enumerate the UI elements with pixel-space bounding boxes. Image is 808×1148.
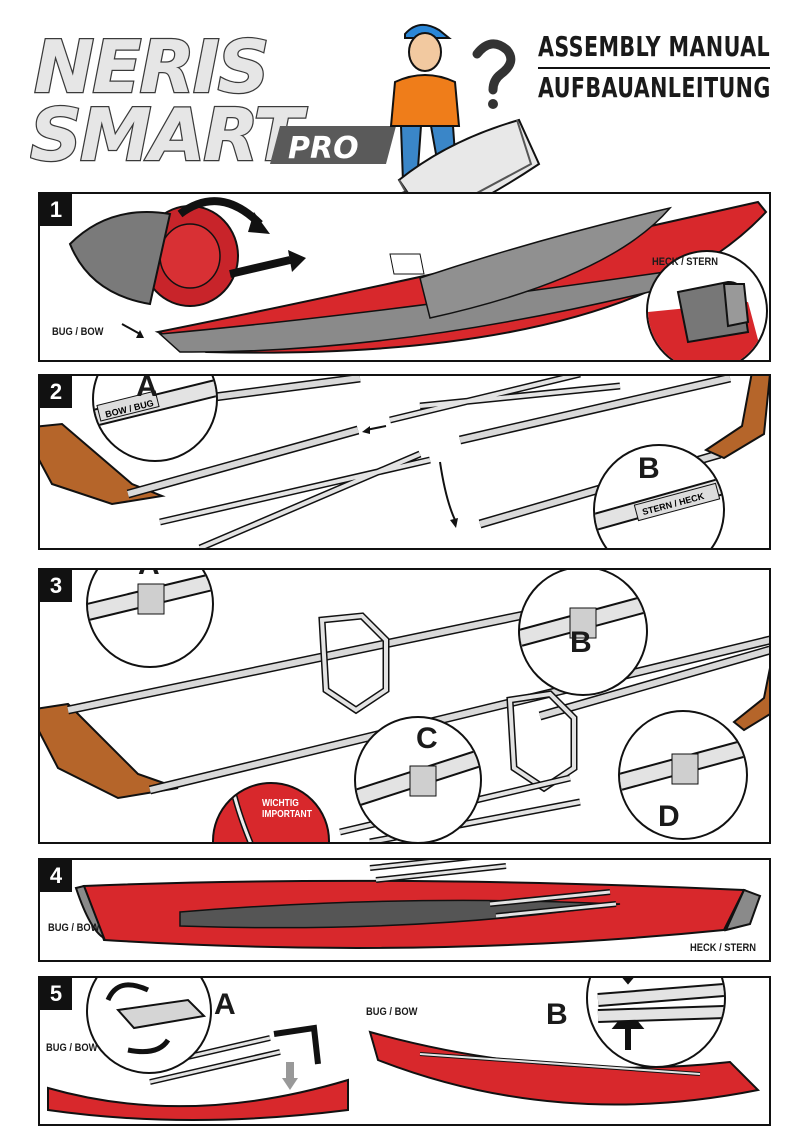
step-5-label-b: B	[546, 998, 568, 1031]
step-3-label-a: A	[138, 570, 160, 582]
step-2-label-a: A	[136, 374, 158, 403]
step-3-callout-b	[518, 570, 648, 696]
step-4-illustration	[74, 860, 762, 949]
brand-logo: NERIS SMART PRO	[30, 24, 396, 172]
step-2-number: 2	[40, 376, 72, 408]
step-1-panel: 1 BUG / BOW HECK / STERN	[38, 192, 771, 362]
title-divider	[538, 67, 770, 69]
step-1-illustration	[68, 197, 768, 354]
step-4-bow-label: BUG / BOW	[48, 922, 100, 934]
important-text: WICHTIG IMPORTANT	[262, 798, 312, 820]
logo-line2: SMART	[30, 93, 307, 172]
step-1-bow-label: BUG / BOW	[52, 326, 104, 338]
step-3-label-d: D	[658, 800, 680, 833]
step-5-bow-label-left: BUG / BOW	[46, 1042, 98, 1054]
step-5-panel: 5 A B BUG / BOW BUG / BOW	[38, 976, 771, 1126]
step-2-callout-b: STERN / HECK	[593, 444, 725, 548]
step-3-label-c: C	[416, 722, 438, 755]
stern-detail-callout	[646, 250, 768, 360]
step-5-bow-label-right: BUG / BOW	[366, 1006, 418, 1018]
important-line2: IMPORTANT	[262, 809, 312, 820]
step-5-label-a: A	[214, 988, 236, 1021]
step-3-callout-c	[354, 716, 482, 842]
step-5-number: 5	[40, 978, 72, 1010]
title-en: ASSEMBLY MANUAL	[538, 30, 771, 63]
logo-pro: PRO	[288, 131, 359, 166]
step-4-panel: 4 BUG / BOW HECK / STERN	[38, 858, 771, 962]
important-line1: WICHTIG	[262, 798, 299, 809]
step-3-label-b: B	[570, 626, 592, 659]
step-2-label-b: B	[638, 452, 660, 485]
step-3-number: 3	[40, 570, 72, 602]
step-3-callout-a	[86, 570, 214, 668]
step-4-number: 4	[40, 860, 72, 892]
step-3-callout-d	[618, 710, 748, 840]
step-4-stern-label: HECK / STERN	[690, 942, 756, 954]
manual-title-block: ASSEMBLY MANUAL AUFBAUANLEITUNG	[538, 30, 778, 104]
step-5-illustration	[47, 1024, 761, 1121]
step-2-panel: 2 BOW / BUG A STERN / HECK B	[38, 374, 771, 550]
logo-line1: NERIS	[34, 25, 268, 109]
step-3-panel: 3 A B C D	[38, 568, 771, 844]
step-1-stern-label: HECK / STERN	[652, 256, 718, 268]
title-de: AUFBAUANLEITUNG	[538, 71, 771, 104]
step-1-number: 1	[40, 194, 72, 226]
step-5-callout-b	[586, 978, 726, 1068]
